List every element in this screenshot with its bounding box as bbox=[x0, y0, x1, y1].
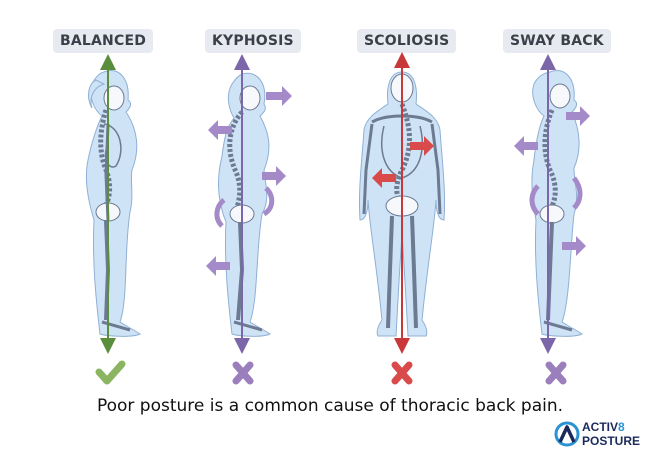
logo-mark-icon bbox=[554, 421, 580, 447]
arrow-right-shift bbox=[410, 136, 434, 156]
skull bbox=[549, 83, 571, 109]
figure-balanced bbox=[85, 54, 141, 354]
arrow-head-forward bbox=[266, 86, 292, 106]
body-silhouette bbox=[531, 70, 583, 337]
posture-figures bbox=[85, 52, 590, 385]
logo-number: 8 bbox=[618, 420, 625, 434]
cross-icon bbox=[391, 361, 413, 385]
arrow-head bbox=[566, 106, 590, 126]
arrow-curve-front bbox=[571, 176, 583, 210]
figure-scoliosis bbox=[358, 52, 446, 354]
figure-sway-back bbox=[514, 54, 590, 354]
caption: Poor posture is a common cause of thorac… bbox=[96, 396, 564, 416]
arrow-upper-back bbox=[208, 120, 232, 140]
figure-kyphosis bbox=[206, 54, 292, 354]
logo-word-posture: POSTURE bbox=[582, 434, 641, 448]
arrow-curve-back bbox=[529, 184, 540, 216]
arrow-curve-back bbox=[214, 198, 226, 228]
leg-bones bbox=[386, 215, 418, 329]
check-icon bbox=[95, 360, 126, 385]
posture-label-kyphosis: KYPHOSIS bbox=[205, 29, 301, 53]
pelvis bbox=[539, 204, 565, 224]
posture-label-sway-back: SWAY BACK bbox=[503, 29, 611, 53]
arrow-knee bbox=[562, 236, 586, 256]
arrow-upper-back bbox=[514, 136, 538, 156]
hair bbox=[88, 79, 106, 109]
activ8-posture-logo: ACTIV8 POSTURE bbox=[554, 418, 658, 450]
arm-bones bbox=[362, 123, 442, 215]
posture-label-balanced: BALANCED bbox=[53, 29, 154, 53]
arrow-curve-front bbox=[262, 186, 275, 217]
cross-icon bbox=[545, 361, 567, 385]
arrow-belly bbox=[262, 166, 286, 186]
posture-label-scoliosis: SCOLIOSIS bbox=[357, 29, 457, 53]
arrow-left-shift bbox=[372, 168, 396, 188]
cross-icon bbox=[232, 361, 254, 385]
arrow-knee bbox=[206, 256, 230, 276]
logo-word-activ: ACTIV bbox=[582, 420, 618, 434]
